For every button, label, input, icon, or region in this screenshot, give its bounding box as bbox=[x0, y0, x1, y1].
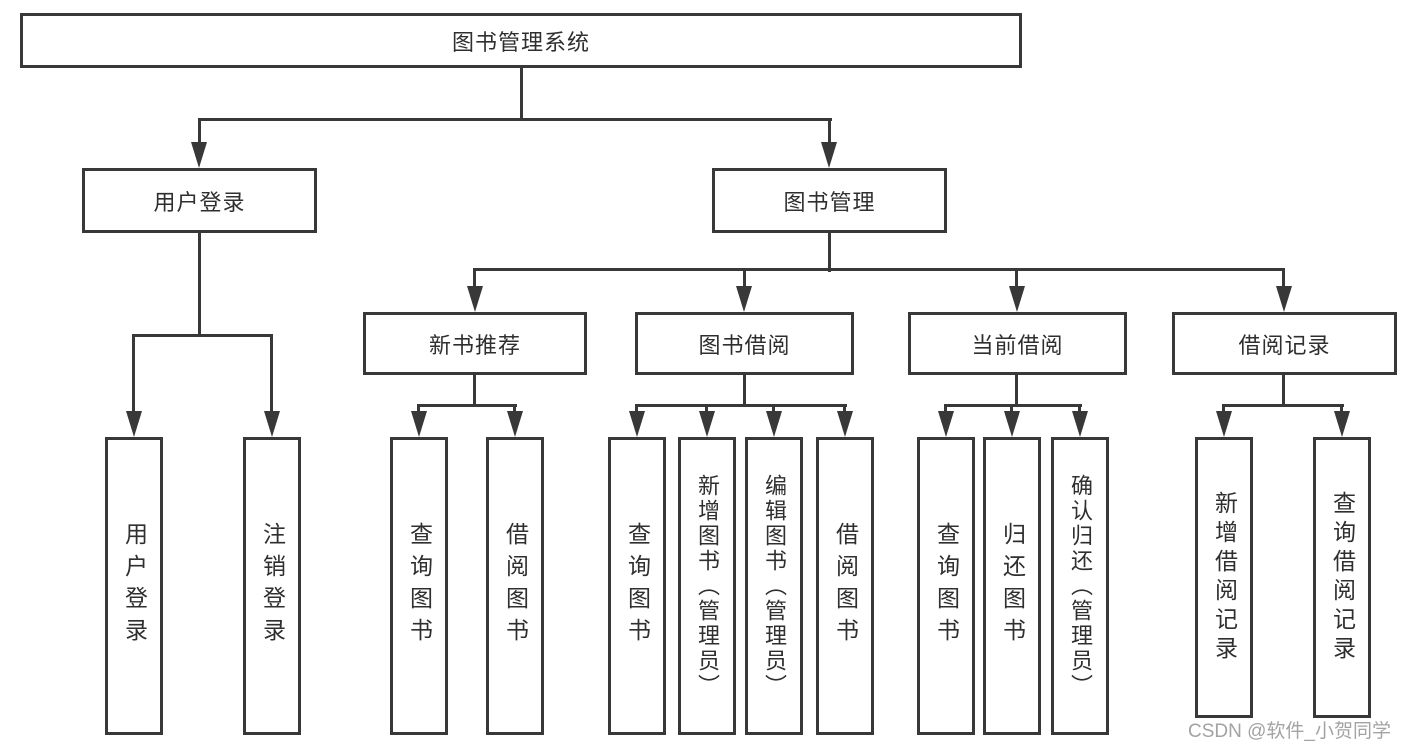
connector-line bbox=[743, 375, 746, 406]
leaf-label: 新增图书（管理员） bbox=[695, 473, 720, 699]
node-book-management: 图书管理 bbox=[712, 168, 947, 233]
connector-line bbox=[270, 336, 273, 416]
leaf-query-books-recommend: 查询图书 bbox=[390, 437, 448, 735]
connector-line bbox=[417, 404, 517, 407]
leaf-query-books-borrow: 查询图书 bbox=[608, 437, 666, 735]
connector-line bbox=[1015, 270, 1018, 290]
arrowhead-down-icon bbox=[837, 411, 853, 437]
connector-line bbox=[1282, 375, 1285, 406]
leaf-label: 用户登录 bbox=[121, 522, 148, 650]
arrowhead-down-icon bbox=[736, 286, 752, 312]
arrowhead-down-icon bbox=[264, 411, 280, 437]
connector-line bbox=[132, 336, 135, 416]
leaf-user-login: 用户登录 bbox=[105, 437, 163, 735]
arrowhead-down-icon bbox=[938, 411, 954, 437]
arrowhead-down-icon bbox=[766, 411, 782, 437]
connector-line bbox=[132, 334, 273, 337]
node-borrow-records: 借阅记录 bbox=[1172, 312, 1397, 375]
leaf-return-books: 归还图书 bbox=[983, 437, 1041, 735]
leaf-label: 查询图书 bbox=[406, 522, 433, 650]
arrowhead-down-icon bbox=[629, 411, 645, 437]
leaf-label: 归还图书 bbox=[999, 522, 1026, 650]
node-user-login: 用户登录 bbox=[82, 168, 317, 233]
connector-line bbox=[828, 120, 831, 148]
leaf-logout: 注销登录 bbox=[243, 437, 301, 735]
leaf-add-books-admin: 新增图书（管理员） bbox=[678, 437, 736, 735]
leaf-label: 查询图书 bbox=[624, 522, 651, 650]
connector-line bbox=[828, 233, 831, 272]
connector-line bbox=[743, 270, 746, 290]
node-new-book-recommend: 新书推荐 bbox=[363, 312, 587, 375]
node-library-system: 图书管理系统 bbox=[20, 13, 1022, 68]
arrowhead-down-icon bbox=[1072, 411, 1088, 437]
arrowhead-down-icon bbox=[191, 142, 207, 168]
connector-line bbox=[1015, 375, 1018, 406]
leaf-edit-books-admin: 编辑图书（管理员） bbox=[745, 437, 803, 735]
connector-line bbox=[944, 404, 1082, 407]
arrowhead-down-icon bbox=[821, 142, 837, 168]
connector-line bbox=[473, 268, 1285, 271]
node-book-borrow: 图书借阅 bbox=[635, 312, 854, 375]
arrowhead-down-icon bbox=[411, 411, 427, 437]
leaf-confirm-return-admin: 确认归还（管理员） bbox=[1051, 437, 1109, 735]
leaf-label: 注销登录 bbox=[259, 522, 286, 650]
connector-line bbox=[520, 68, 523, 120]
leaf-add-borrow-record: 新增借阅记录 bbox=[1195, 437, 1253, 718]
watermark: CSDN @软件_小贺同学 bbox=[1188, 721, 1391, 742]
leaf-query-books-current: 查询图书 bbox=[917, 437, 975, 735]
arrowhead-down-icon bbox=[1009, 286, 1025, 312]
connector-line bbox=[198, 120, 201, 148]
leaf-borrow-books-recommend: 借阅图书 bbox=[486, 437, 544, 735]
arrowhead-down-icon bbox=[1004, 411, 1020, 437]
arrowhead-down-icon bbox=[1334, 411, 1350, 437]
leaf-label: 新增借阅记录 bbox=[1211, 490, 1238, 665]
arrowhead-down-icon bbox=[1216, 411, 1232, 437]
leaf-label: 查询借阅记录 bbox=[1329, 490, 1356, 665]
connector-line bbox=[473, 270, 476, 290]
arrowhead-down-icon bbox=[1276, 286, 1292, 312]
connector-line bbox=[635, 404, 847, 407]
leaf-label: 借阅图书 bbox=[832, 522, 859, 650]
arrowhead-down-icon bbox=[699, 411, 715, 437]
connector-line bbox=[1282, 270, 1285, 290]
leaf-label: 编辑图书（管理员） bbox=[762, 473, 787, 699]
arrowhead-down-icon bbox=[507, 411, 523, 437]
leaf-label: 借阅图书 bbox=[502, 522, 529, 650]
leaf-query-borrow-record: 查询借阅记录 bbox=[1313, 437, 1371, 718]
leaf-borrow-books: 借阅图书 bbox=[816, 437, 874, 735]
arrowhead-down-icon bbox=[467, 286, 483, 312]
connector-line bbox=[473, 375, 476, 406]
leaf-label: 确认归还（管理员） bbox=[1068, 473, 1093, 699]
connector-line bbox=[198, 118, 832, 121]
leaf-label: 查询图书 bbox=[933, 522, 960, 650]
connector-line bbox=[1222, 404, 1344, 407]
node-current-borrow: 当前借阅 bbox=[908, 312, 1127, 375]
connector-line bbox=[198, 233, 201, 337]
arrowhead-down-icon bbox=[126, 411, 142, 437]
